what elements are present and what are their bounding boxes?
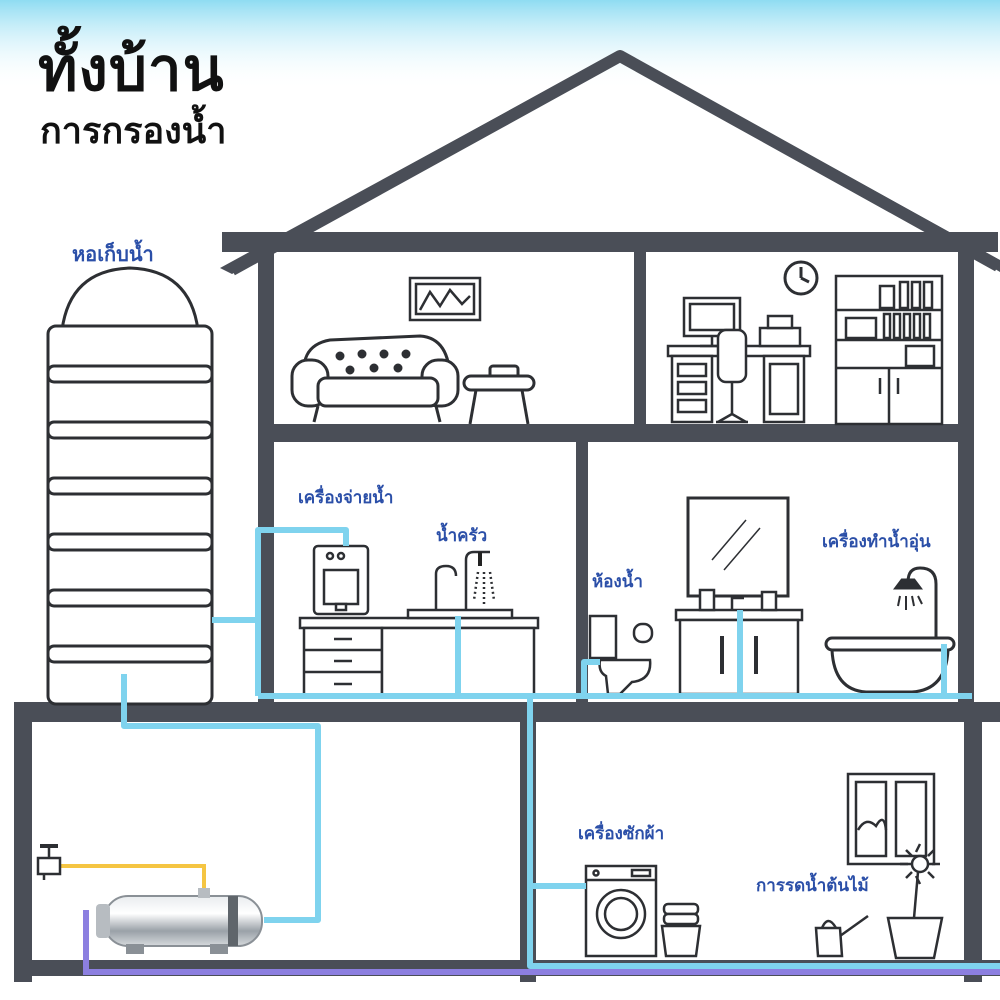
shower-icon xyxy=(893,566,938,638)
window-icon xyxy=(846,772,936,866)
page-subtitle: การกรองน้ำ xyxy=(40,111,227,152)
water-dispenser-icon xyxy=(312,544,370,616)
picture-frame-icon xyxy=(408,276,482,322)
label-water-heater: เครื่องทำน้ำอุ่น xyxy=(822,532,931,552)
main-supply-pipe xyxy=(83,910,1000,975)
mirror-icon xyxy=(686,496,790,598)
roof xyxy=(220,50,1000,276)
watering-can-icon xyxy=(814,914,869,958)
clock-icon xyxy=(783,260,819,296)
label-water-dispenser: เครื่องจ่ายน้ำ xyxy=(298,488,394,508)
sky-background xyxy=(0,0,1000,90)
bathtub-icon xyxy=(824,636,956,694)
valve-icon xyxy=(36,844,62,880)
chair-icon xyxy=(716,328,748,424)
page-title: ทั้งบ้าน xyxy=(38,35,225,105)
label-water-tower: หอเก็บน้ำ xyxy=(72,242,154,266)
water-tower-icon xyxy=(46,266,214,706)
label-washing-machine: เครื่องซักผ้า xyxy=(578,824,665,844)
flower-pot-icon xyxy=(886,843,944,960)
label-plant-watering: การรดน้ำต้นไม้ xyxy=(756,876,869,896)
coffee-table-icon xyxy=(462,364,536,425)
sofa-icon xyxy=(290,334,460,423)
filtered-water-pipes xyxy=(121,527,1000,969)
printer-icon xyxy=(758,314,802,348)
bookshelf-icon xyxy=(834,274,944,426)
kitchen-counter xyxy=(298,616,540,698)
label-bathroom: ห้องน้ำ xyxy=(592,572,643,592)
filter-tank-icon xyxy=(96,888,263,954)
laundry-basket-icon xyxy=(660,902,702,958)
kitchen-sink-icon xyxy=(406,550,514,620)
label-kitchen: น้ำครัว xyxy=(436,526,488,546)
inlet-pipe xyxy=(46,864,206,896)
washing-machine-icon xyxy=(584,864,658,958)
toilet-icon xyxy=(588,614,654,696)
